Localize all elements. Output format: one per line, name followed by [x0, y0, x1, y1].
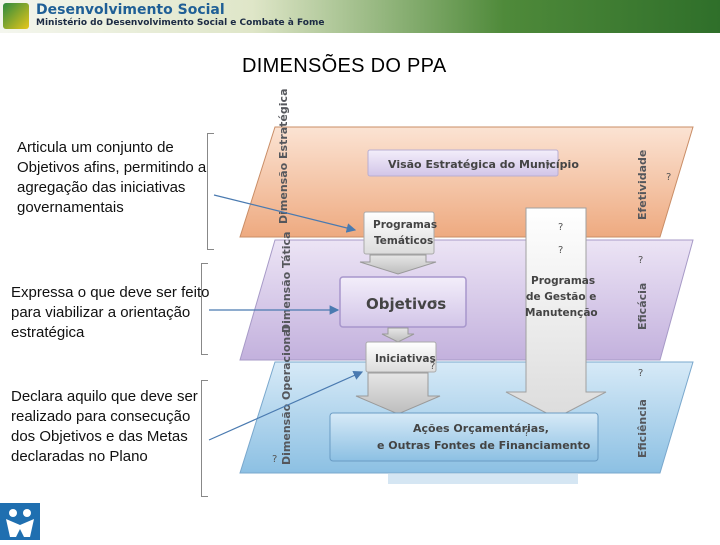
box-iniciativas: [365, 341, 437, 373]
text-programas-tematicos-line2: Temáticos: [374, 235, 433, 247]
bracket-strategic: [207, 133, 214, 250]
text-programas-gestao-line2: de Gestão e: [526, 291, 596, 303]
box-objetivos: [339, 276, 467, 328]
arrow-programas-gestao: [505, 207, 607, 419]
label-dimensao-operacional: Dimensão Operacional: [280, 326, 293, 465]
ministry-logo-icon: [3, 3, 29, 29]
connector-operational: [208, 371, 364, 441]
text-acoes: Ações Orçamentárias, e Outras Fontes de …: [377, 422, 591, 452]
glyph-2: ?: [558, 222, 563, 233]
text-objetivos: Objetivos: [366, 295, 446, 313]
people-logo-icon: [0, 503, 40, 540]
text-programas-gestao-line1: Programas: [531, 275, 595, 287]
glyph-9: ?: [638, 368, 643, 379]
label-eficacia: Eficácia: [636, 283, 649, 330]
arrow-to-iniciativas: [381, 327, 415, 343]
glyph-10: ?: [272, 454, 277, 465]
text-programas-gestao-line3: Manutenção: [525, 307, 598, 319]
glyph-1: ?: [545, 161, 550, 172]
text-visao-estrategica: Visão Estratégica do Município: [388, 158, 579, 171]
page-title: DIMENSÕES DO PPA: [242, 55, 447, 77]
text-iniciativas: Iniciativas: [375, 353, 436, 365]
description-operational: Declara aquilo que deve ser realizado pa…: [11, 388, 198, 465]
text-programas-tematicos-line1: Programas: [373, 219, 437, 231]
layer-strategic: [239, 126, 694, 238]
arrow-to-acoes: [355, 372, 441, 415]
glyph-3: ?: [558, 245, 563, 256]
glyph-6: ?: [524, 428, 529, 439]
glyph-5: ?: [430, 361, 435, 372]
base-shadow: [388, 474, 578, 484]
text-programas-gestao: Programas de Gestão e Manutenção: [525, 275, 600, 319]
text-acoes-line1: Ações Orçamentárias,: [413, 422, 549, 435]
bracket-operational: [201, 380, 208, 497]
text-programas-tematicos: Programas Temáticos: [373, 219, 441, 247]
connector-strategic: [213, 194, 357, 233]
brand-title: Desenvolvimento Social: [36, 2, 225, 18]
box-programas-tematicos: [363, 211, 435, 255]
arrow-to-objetivos: [359, 254, 437, 275]
glyph-4: ?: [432, 299, 437, 310]
description-strategic: Articula um conjunto de Objetivos afins,…: [17, 139, 207, 216]
label-eficiencia: Eficiência: [636, 399, 649, 458]
label-dimensao-tatica: Dimensão Tática: [280, 232, 293, 334]
glyph-7: ?: [666, 172, 671, 183]
glyph-8: ?: [638, 255, 643, 266]
label-efetividade: Efetividade: [636, 150, 649, 220]
box-acoes-orcamentarias: [329, 412, 599, 462]
header-banner: Desenvolvimento Social Ministério do Des…: [0, 0, 720, 33]
text-acoes-line2: e Outras Fontes de Financiamento: [377, 439, 591, 452]
stray-glyphs: ? ? ? ? ? ? ? ? ? ?: [272, 161, 671, 465]
ministry-name: Ministério do Desenvolvimento Social e C…: [36, 18, 325, 28]
description-tactical: Expressa o que deve ser feito para viabi…: [11, 284, 210, 341]
bracket-tactical: [201, 263, 208, 355]
box-visao-estrategica: [367, 149, 559, 177]
label-dimensao-estrategica: Dimensão Estratégica: [277, 89, 290, 225]
